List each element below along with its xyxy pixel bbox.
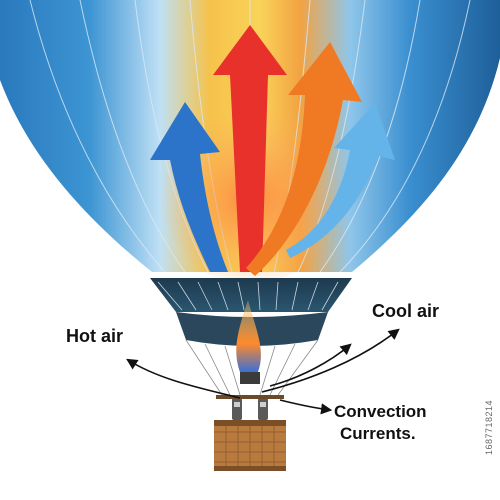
cool-air-small-arrow-icon [269,343,352,387]
convection-label-line1: Convection [334,402,427,421]
suspension-ropes [185,339,319,396]
convection-arrows [126,328,400,415]
orange-arrow-icon [246,42,362,276]
hot-air-label: Hot air [66,326,124,346]
convection-currents-label: Convection Currents. [334,401,427,445]
burner-flame-icon [236,300,261,372]
hot-air-curved-arrow-icon [126,358,241,399]
cool-air-arrow-icon [261,328,400,393]
cool-air-label: Cool air [372,301,440,321]
rising-air-arrows [150,25,395,276]
red-arrow-icon [213,25,287,272]
convection-arrow-icon [279,399,333,415]
light-blue-arrow-icon [286,103,395,258]
stock-image-id: 1687718214 [484,399,494,455]
blue-arrow-icon [150,102,228,272]
wicker-basket-icon [214,395,286,471]
convection-label-line2: Currents. [340,424,416,443]
burner-unit [232,372,268,420]
